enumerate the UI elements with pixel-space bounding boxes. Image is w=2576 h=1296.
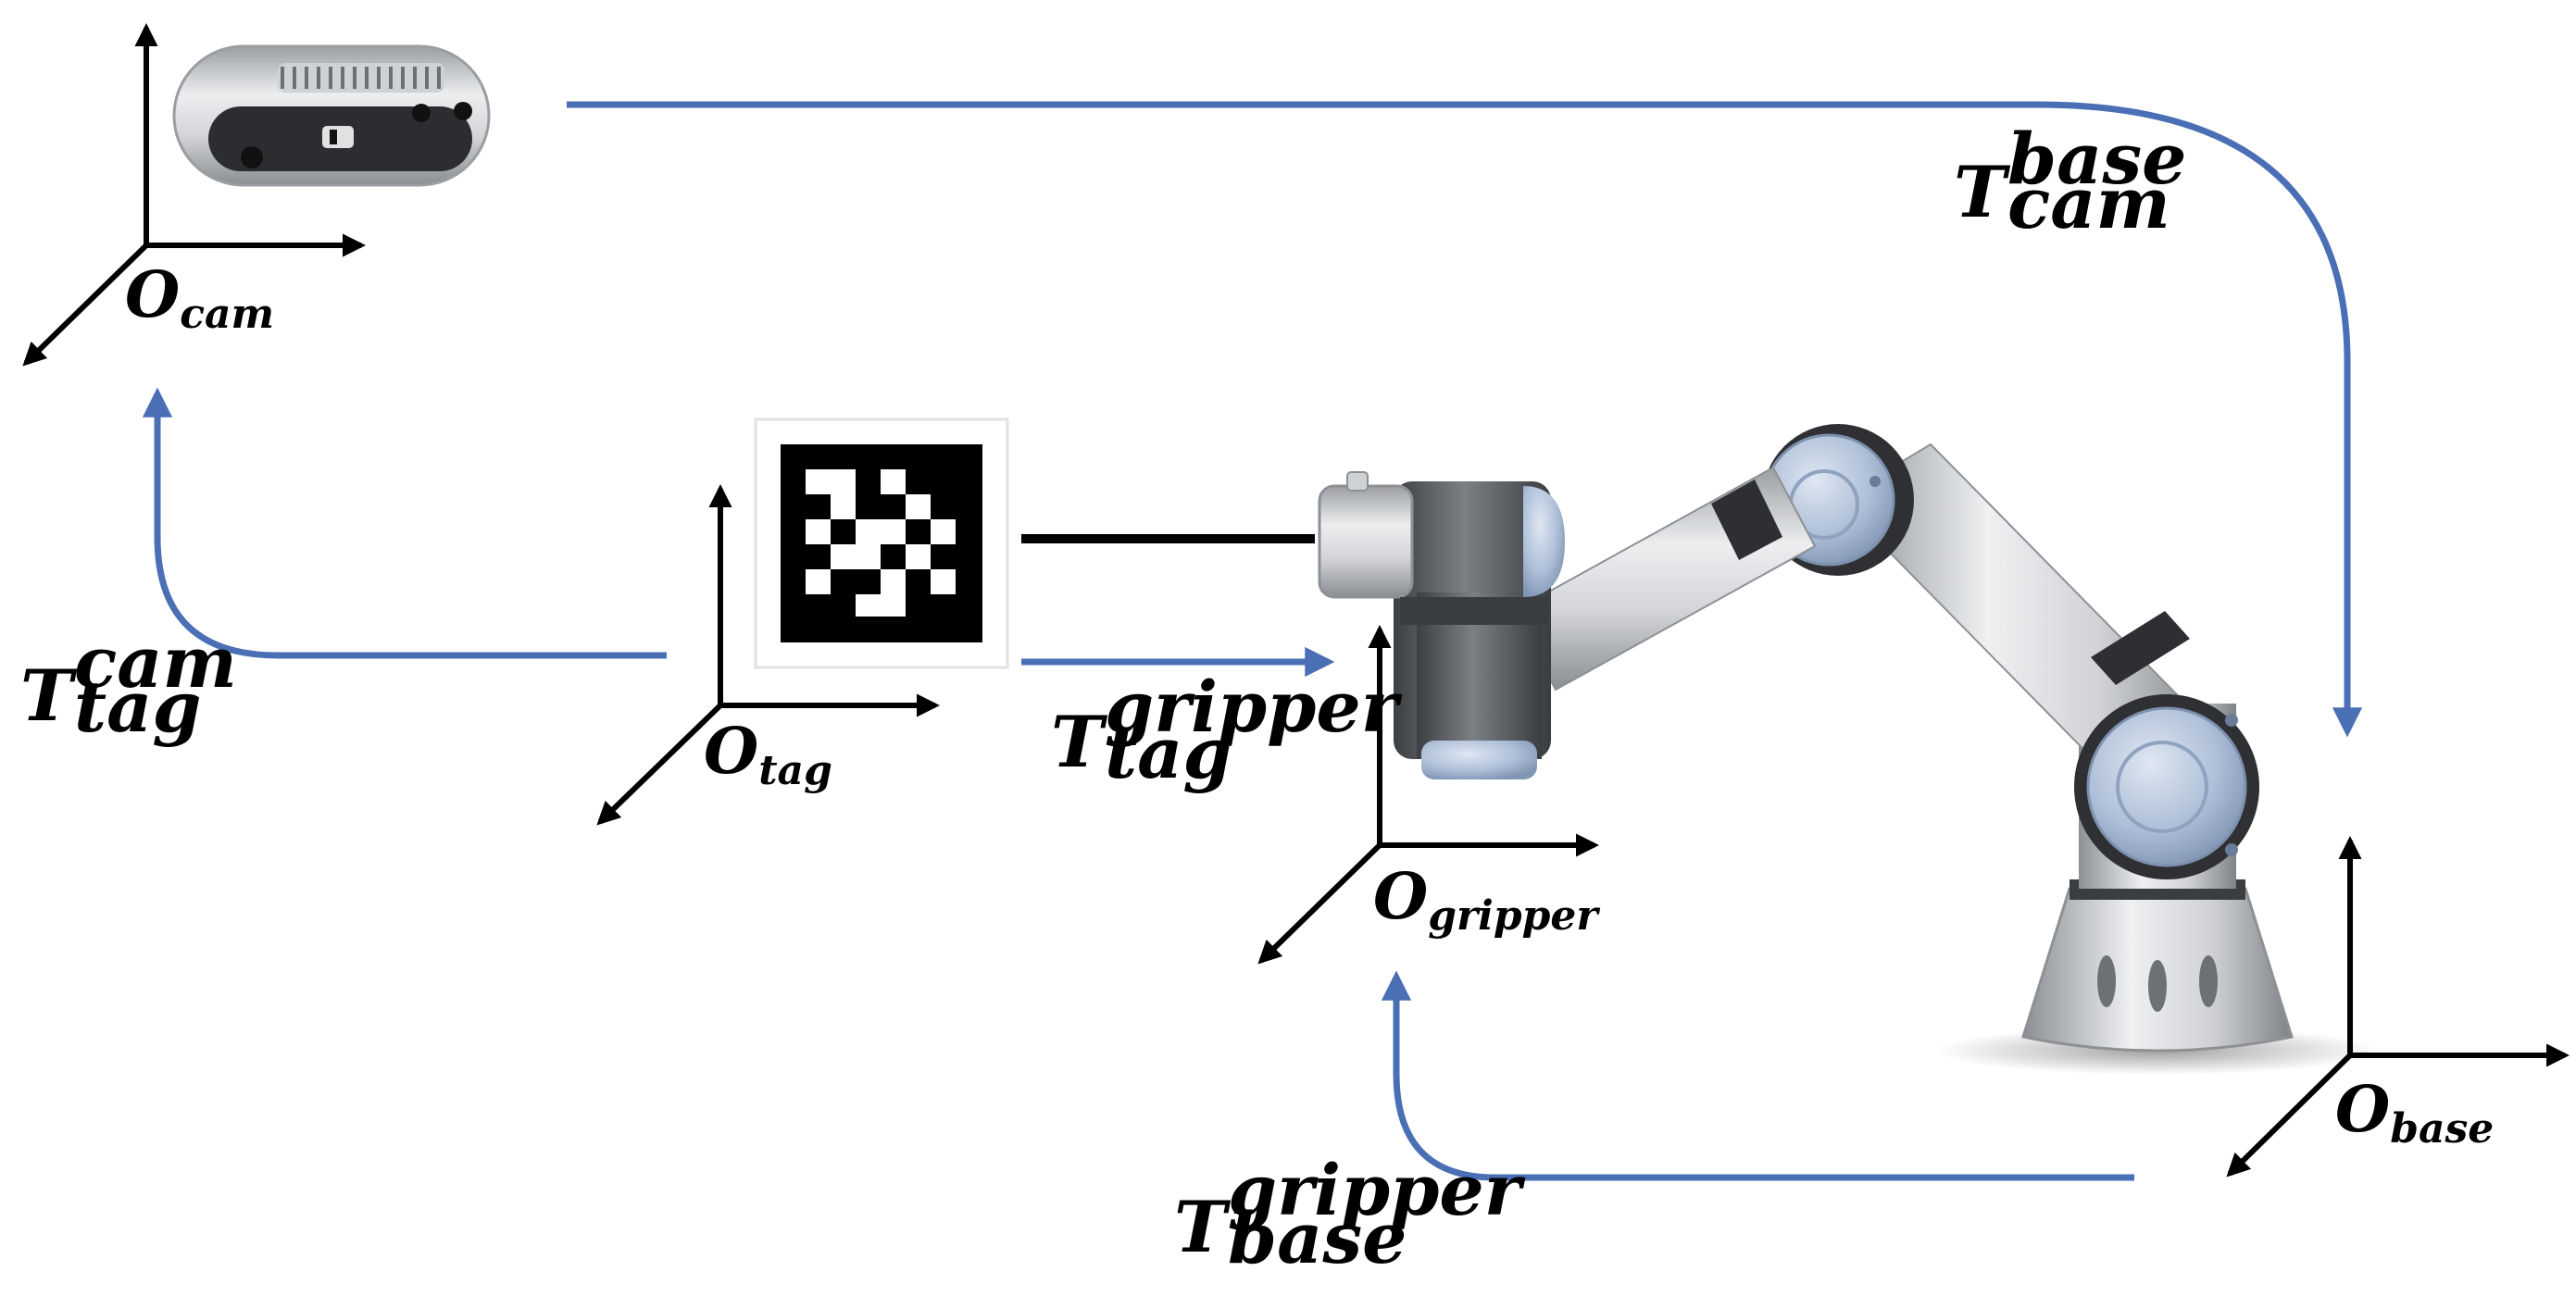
- depth-camera-icon: [172, 44, 491, 187]
- frame-cam-label: Ocam: [125, 258, 274, 338]
- svg-text:gripper: gripper: [1105, 666, 1403, 748]
- frame-tag-axes: [596, 483, 941, 826]
- svg-text:base: base: [2007, 118, 2187, 200]
- svg-text:T: T: [1051, 701, 1108, 783]
- svg-text:tag: tag: [1105, 712, 1232, 794]
- transform-cam-to-base-label: T base cam: [1954, 118, 2187, 244]
- svg-text:T: T: [1174, 1186, 1232, 1268]
- robot-arm-icon: [1318, 424, 2380, 1075]
- frame-tag-label: Otag: [704, 715, 832, 794]
- cam-to-base-transform-arrow: [567, 101, 2363, 738]
- frame-cam-axes: [22, 22, 367, 367]
- svg-text:tag: tag: [74, 666, 202, 748]
- svg-text:base: base: [1228, 1197, 1407, 1279]
- transform-base-to-gripper-label: T gripper base: [1174, 1149, 1526, 1279]
- frame-base-axes: [2226, 835, 2570, 1178]
- svg-text:cam: cam: [2007, 162, 2170, 244]
- svg-text:cam: cam: [74, 621, 237, 704]
- svg-text:T: T: [20, 654, 78, 737]
- transform-tag-to-cam-label: T cam tag: [20, 621, 237, 748]
- transform-tag-to-gripper-label: T gripper tag: [1051, 666, 1403, 794]
- tag-to-cam-transform-arrow: [142, 387, 667, 659]
- apriltag-marker: [754, 417, 1009, 669]
- frame-base-label: Obase: [2335, 1073, 2494, 1153]
- frame-gripper-label: Ogripper: [1373, 860, 1600, 940]
- base-to-gripper-transform-arrow: [1381, 970, 2134, 1181]
- svg-text:T: T: [1954, 151, 2011, 233]
- frame-gripper-axes: [1257, 624, 1600, 965]
- svg-text:gripper: gripper: [1228, 1149, 1526, 1231]
